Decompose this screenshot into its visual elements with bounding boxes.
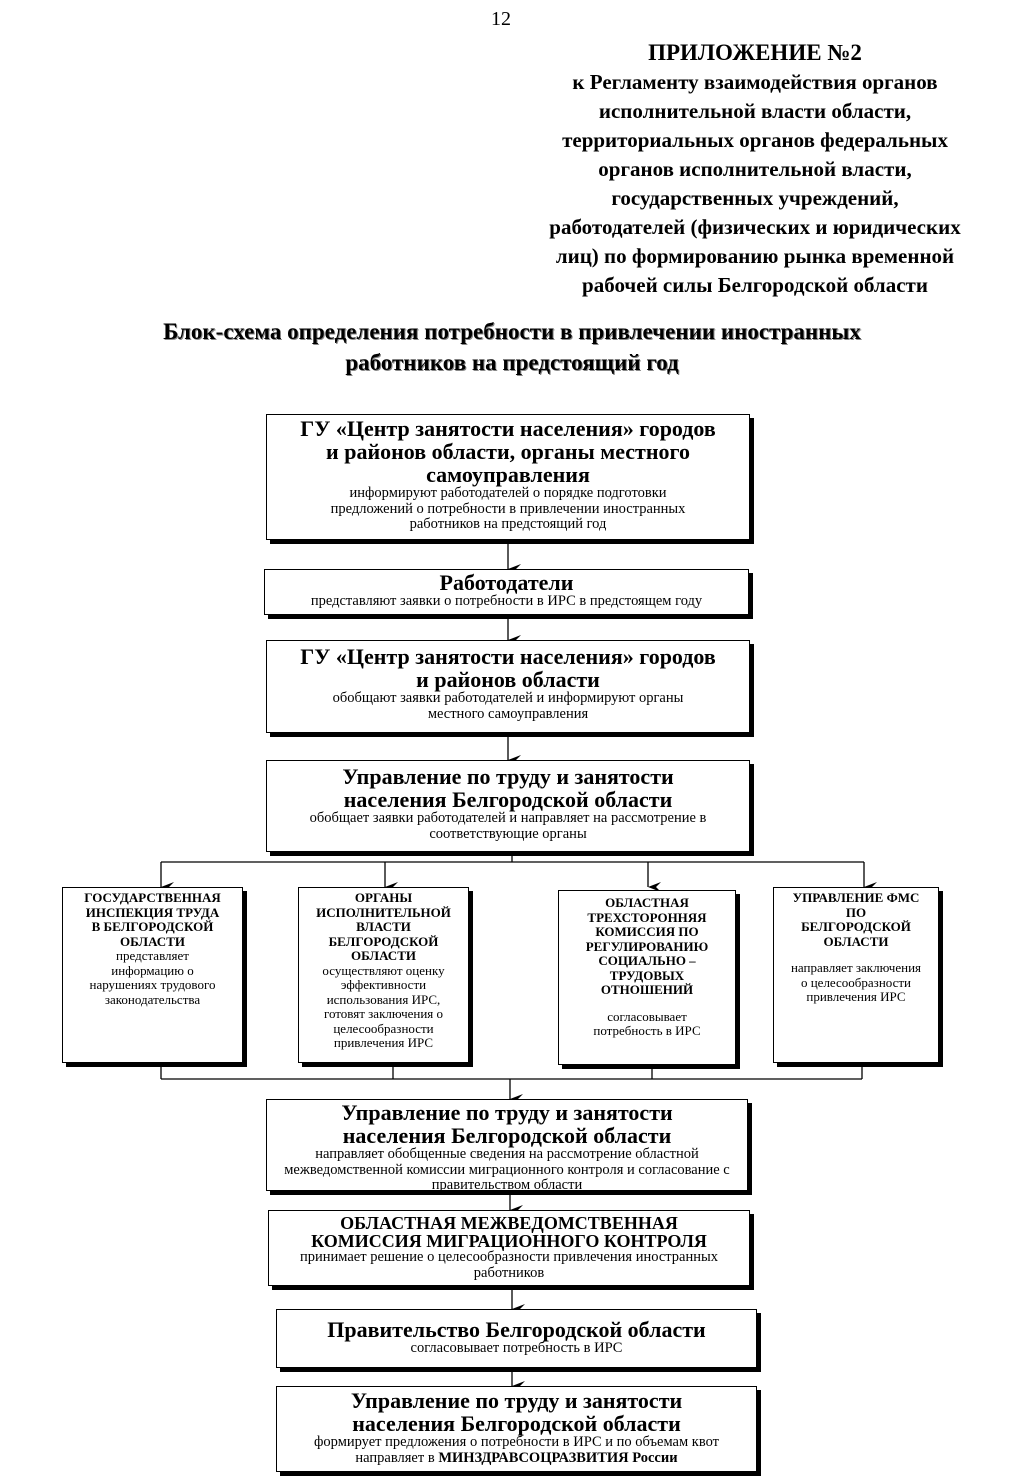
appendix-line: территориальных органов федеральных [562, 128, 948, 152]
branch-title-line: ОТНОШЕНИЙ [600, 982, 694, 997]
box-title-line: Управление по труду и занятости [341, 1100, 673, 1125]
branch-title-line: ОРГАНЫ [354, 890, 413, 905]
branch-title-line: ТРУДОВЫХ [609, 967, 685, 983]
branch-box-tripartite-commission: ОБЛАСТНАЯ ТРЕХСТОРОННЯЯ КОМИССИЯ ПО РЕГУ… [558, 890, 736, 1065]
branch-title-line: ИНСПЕКЦИЯ ТРУДА [85, 904, 220, 920]
branch-desc-line: привлечения ИРС [806, 989, 906, 1004]
branch-title-line: ОБЛАСТИ [823, 933, 889, 949]
appendix-subtitle: к Регламенту взаимодействия органов испо… [505, 68, 1005, 300]
appendix-line: рабочей силы Белгородской области [582, 273, 928, 297]
flow-box-labor-department-summarizing: Управление по труду и занятости населени… [266, 760, 750, 852]
branch-desc-line: целесообразности [333, 1020, 434, 1036]
box-title-line: Работодатели [439, 570, 574, 595]
branch-desc-line: согласовывает [607, 1008, 687, 1024]
branch-desc-line: готовят заключения о [323, 1006, 444, 1021]
box-desc-line: информируют работодателей о порядке подг… [349, 485, 667, 501]
branch-title-line: КОМИССИЯ ПО [595, 924, 699, 939]
branch-title-line: ПО [845, 904, 867, 920]
box-desc-line: согласовывает потребность в ИРС [410, 1340, 623, 1356]
branch-title-line: БЕЛГОРОДСКОЙ [801, 919, 911, 934]
box-title-line: населения Белгородской области [343, 787, 673, 812]
box-desc-line: принимает решение о целесообразности при… [300, 1249, 718, 1265]
branch-title-line: ИСПОЛНИТЕЛЬНОЙ [316, 904, 451, 920]
box-desc-line: направляет в МИНЗДРАВСОЦРАЗВИТИЯ России [277, 1449, 756, 1467]
diagram-title: Блок-схема определения потребности в при… [60, 316, 964, 378]
diagram-title-line: работников на предстоящий год [345, 350, 679, 375]
appendix-line: исполнительной власти области, [598, 99, 912, 123]
box-desc-line: обобщает заявки работодателей и направля… [309, 810, 707, 826]
branch-title-line: УПРАВЛЕНИЕ ФМС [792, 890, 920, 905]
box-desc-line: работников на предстоящий год [409, 516, 607, 532]
flow-box-regional-government: Правительство Белгородской области согла… [276, 1309, 757, 1368]
branch-desc-line: потребность в ИРС [593, 1023, 701, 1038]
box-title-line: КОМИССИЯ МИГРАЦИОННОГО КОНТРОЛЯ [311, 1231, 707, 1251]
branch-box-labor-inspection: ГОСУДАРСТВЕННАЯ ИНСПЕКЦИЯ ТРУДА В БЕЛГОР… [62, 887, 243, 1063]
branch-desc-line: информацию о [111, 962, 194, 978]
box-desc-line: представляют заявки о потребности в ИРС … [310, 593, 703, 609]
flow-box-employment-centers-informing: ГУ «Центр занятости населения» городов и… [266, 414, 750, 540]
branch-desc-line: эффективности [340, 977, 427, 992]
appendix-line: государственных учреждений, [611, 186, 899, 210]
box-title-line: населения Белгородской области [352, 1411, 681, 1436]
box-title-line: и районов области [416, 667, 600, 692]
branch-box-executive-authorities: ОРГАНЫ ИСПОЛНИТЕЛЬНОЙ ВЛАСТИ БЕЛГОРОДСКО… [298, 887, 469, 1063]
box-desc-line: обобщают заявки работодателей и информир… [332, 690, 684, 706]
branch-title-line: ТРЕХСТОРОННЯЯ [587, 909, 707, 925]
branch-desc-line: о целесообразности [800, 974, 912, 990]
branch-desc-line: законодательства [104, 991, 201, 1007]
appendix-line: работодателей (физических и юридических [549, 215, 961, 239]
appendix-line: лиц) по формированию рынка временной [555, 244, 955, 268]
box-desc-text: направляет в [355, 1449, 439, 1466]
appendix-header: ПРИЛОЖЕНИЕ №2 к Регламенту взаимодействи… [505, 38, 1005, 300]
branch-title-line: ВЛАСТИ [356, 919, 411, 934]
flow-box-migration-commission: ОБЛАСТНАЯ МЕЖВЕДОМСТВЕННАЯ КОМИССИЯ МИГР… [268, 1210, 750, 1286]
branch-desc-line: привлечения ИРС [333, 1035, 434, 1050]
branch-title-line: ОБЛАСТНАЯ [605, 895, 689, 910]
page-number: 12 [491, 8, 511, 30]
box-desc-line: работников [473, 1264, 545, 1281]
flow-box-labor-department-final: Управление по труду и занятости населени… [276, 1386, 757, 1472]
flow-box-employment-centers-summarizing: ГУ «Центр занятости населения» городов и… [266, 640, 750, 733]
appendix-line: органов исполнительной власти, [598, 157, 912, 181]
box-desc-line: правительством области [431, 1177, 583, 1191]
box-desc-line: предложений о потребности в привлечении … [330, 500, 686, 517]
branch-desc-line: осуществляют оценку [322, 962, 445, 978]
flow-box-labor-department-forwarding: Управление по труду и занятости населени… [266, 1099, 748, 1191]
branch-desc-line: представляет [116, 948, 189, 963]
appendix-line: к Регламенту взаимодействия органов [572, 70, 938, 94]
box-desc-line: формирует предложения о потребности в ИР… [314, 1434, 719, 1450]
box-title-line: Управление по труду и занятости [342, 764, 674, 789]
appendix-title: ПРИЛОЖЕНИЕ №2 [648, 40, 862, 65]
flow-box-employers: Работодатели представляют заявки о потре… [264, 569, 749, 615]
branch-title-line: ОБЛАСТИ [351, 948, 416, 963]
branch-title-line: СОЦИАЛЬНО – [598, 953, 696, 968]
box-title-line: ОБЛАСТНАЯ МЕЖВЕДОМСТВЕННАЯ [340, 1213, 678, 1233]
spacer [563, 998, 731, 1010]
diagram-title-line: Блок-схема определения потребности в при… [163, 319, 861, 344]
branch-desc-line: нарушениях трудового [89, 977, 216, 992]
box-title-line: Управление по труду и занятости [350, 1388, 683, 1413]
branch-title-line: РЕГУЛИРОВАНИЮ [585, 938, 709, 954]
box-desc-line: межведомственной комиссии миграционного … [284, 1161, 730, 1178]
branch-title-line: ОБЛАСТИ [120, 933, 185, 949]
box-desc-line: местного самоуправления [427, 705, 589, 722]
branch-title-line: БЕЛГОРОДСКОЙ [328, 933, 439, 949]
box-title-line: Правительство Белгородской области [327, 1317, 706, 1342]
box-title-line: ГУ «Центр занятости населения» городов [300, 644, 716, 669]
box-desc-line: направляет обобщенные сведения на рассмо… [315, 1146, 699, 1162]
box-title-line: населения Белгородской области [342, 1123, 672, 1148]
box-title-line: и районов области, органы местного [326, 439, 690, 464]
box-desc-line: соответствующие органы [429, 825, 587, 842]
branch-box-fms-department: УПРАВЛЕНИЕ ФМС ПО БЕЛГОРОДСКОЙ ОБЛАСТИ н… [773, 887, 939, 1063]
branch-title-line: В БЕЛГОРОДСКОЙ [91, 919, 214, 934]
ministry-name: МИНЗДРАВСОЦРАЗВИТИЯ России [438, 1449, 678, 1466]
branch-title-line: ГОСУДАРСТВЕННАЯ [84, 890, 221, 905]
box-title-line: ГУ «Центр занятости населения» городов [300, 416, 716, 441]
box-title-line: самоуправления [426, 462, 590, 487]
branch-desc-line: направляет заключения [790, 960, 922, 975]
branch-desc-line: использования ИРС, [326, 991, 441, 1007]
